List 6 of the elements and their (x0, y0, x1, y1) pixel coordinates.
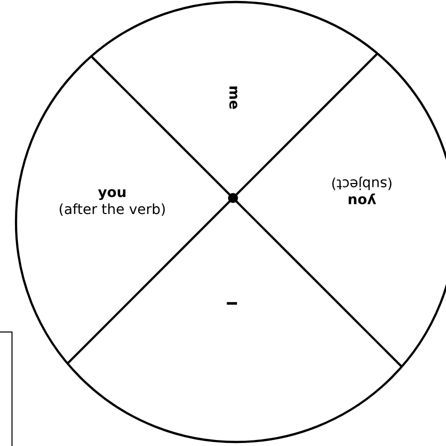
segment-note: (subject) (331, 175, 393, 192)
segment-label: you (96, 185, 128, 202)
segment-label: I (224, 300, 242, 306)
segment-label: you (346, 192, 378, 209)
segment-note: (after the verb) (58, 202, 166, 219)
segment-label: me (224, 84, 242, 109)
